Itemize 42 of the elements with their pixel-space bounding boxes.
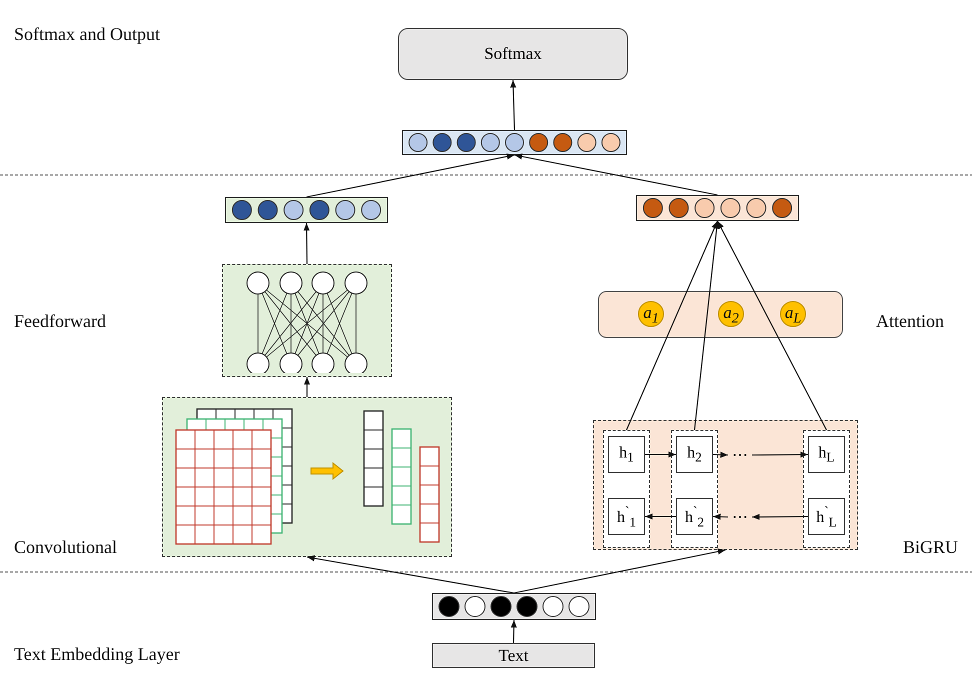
node-label: h$_{2}$: [686, 444, 703, 466]
layer-label: Softmax and Output: [14, 24, 160, 45]
arrow: [306, 555, 514, 594]
arrow: [510, 620, 517, 644]
gru-column: [671, 430, 718, 548]
arrow: [626, 220, 718, 430]
arrow: [304, 377, 310, 397]
layer-label: Feedforward: [14, 311, 106, 332]
softmax-box: [398, 28, 628, 80]
arrow: [645, 513, 676, 520]
text-input-box: [432, 643, 595, 668]
arrow: [514, 548, 726, 594]
layer-label: Text Embedding Layer: [14, 644, 180, 665]
node-label: Text: [498, 646, 530, 666]
hidden-state-box: [808, 436, 845, 473]
arrow: [510, 80, 516, 130]
arrow: [694, 220, 720, 430]
layer-label: Attention: [876, 311, 944, 332]
hidden-state-box: [608, 436, 645, 473]
hidden-state-box: [608, 498, 645, 535]
layer-label: BiGRU: [903, 537, 958, 558]
hidden-state-box: [808, 498, 845, 535]
node-label: h$_{L}$: [817, 444, 836, 466]
ellipsis: ⋯: [731, 446, 749, 465]
arrow: [712, 514, 728, 520]
hidden-state-box: [676, 436, 713, 473]
gru-column: [803, 430, 850, 548]
bigru-panel: [593, 420, 858, 550]
arrow: [514, 153, 718, 196]
arrow: [645, 451, 676, 458]
layer-label: Convolutional: [14, 537, 117, 558]
gru-column: [603, 430, 650, 548]
feedforward-panel: [222, 264, 392, 377]
arrow: [712, 452, 728, 458]
hidden-state-box: [676, 498, 713, 535]
arrow: [304, 223, 310, 264]
node-label: h$_{1}$: [618, 444, 635, 466]
arrow: [752, 514, 808, 520]
node-label: Softmax: [483, 44, 543, 64]
arrow: [752, 452, 808, 458]
ellipsis: ⋯: [731, 508, 749, 527]
arrow: [306, 154, 515, 198]
